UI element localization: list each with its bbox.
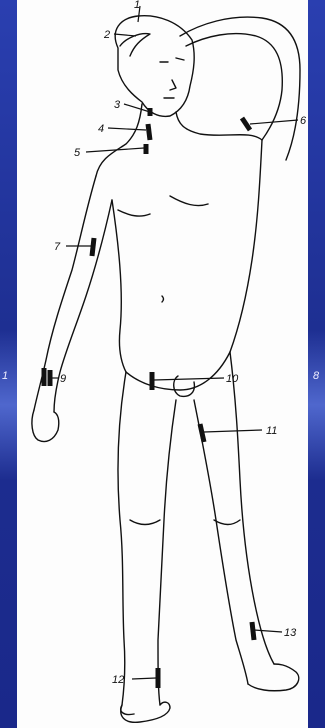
navel <box>162 296 164 302</box>
point-markers <box>44 108 254 688</box>
knee-lines <box>130 520 240 525</box>
marker-7 <box>92 238 94 256</box>
point-label-10: 10 <box>226 373 239 385</box>
point-label-4: 4 <box>98 123 104 135</box>
leader-4 <box>108 128 146 130</box>
point-label-11: 11 <box>266 425 277 437</box>
right-torso-side <box>230 140 262 352</box>
head-outline <box>115 16 194 117</box>
right-leg-outer <box>230 352 274 664</box>
marker-11 <box>200 424 204 442</box>
raised-arm-inner <box>186 34 282 140</box>
point-label-6: 6 <box>300 115 307 127</box>
leader-13 <box>254 630 282 632</box>
right-foot <box>248 664 299 691</box>
marker-4 <box>148 124 150 140</box>
left-leg-outer <box>118 372 134 715</box>
hip-line <box>126 352 230 390</box>
left-torso-side <box>112 200 126 372</box>
leader-10 <box>154 378 224 380</box>
point-label-7: 7 <box>54 241 61 253</box>
point-label-5: 5 <box>74 147 81 159</box>
marker-13 <box>252 622 254 640</box>
leader-12 <box>132 678 156 679</box>
point-label-1: 1 <box>134 0 140 11</box>
point-label-12: 12 <box>112 674 124 686</box>
hair-strands <box>120 34 150 56</box>
marker-6 <box>242 118 250 130</box>
point-label-2: 2 <box>103 29 110 41</box>
left-shoulder <box>96 104 142 176</box>
point-label-9: 9 <box>60 373 66 385</box>
right-leg-inner <box>194 400 248 684</box>
left-foot <box>121 702 170 722</box>
leader-2 <box>114 34 136 36</box>
point-label-3: 3 <box>114 99 121 111</box>
leader-lines <box>52 6 298 679</box>
chest-lines <box>118 196 208 216</box>
face-features <box>160 58 184 98</box>
left-hand <box>32 410 59 442</box>
left-leg-inner <box>158 400 176 705</box>
leader-11 <box>204 430 262 432</box>
point-label-13: 13 <box>284 627 297 639</box>
body-outline <box>32 16 300 723</box>
